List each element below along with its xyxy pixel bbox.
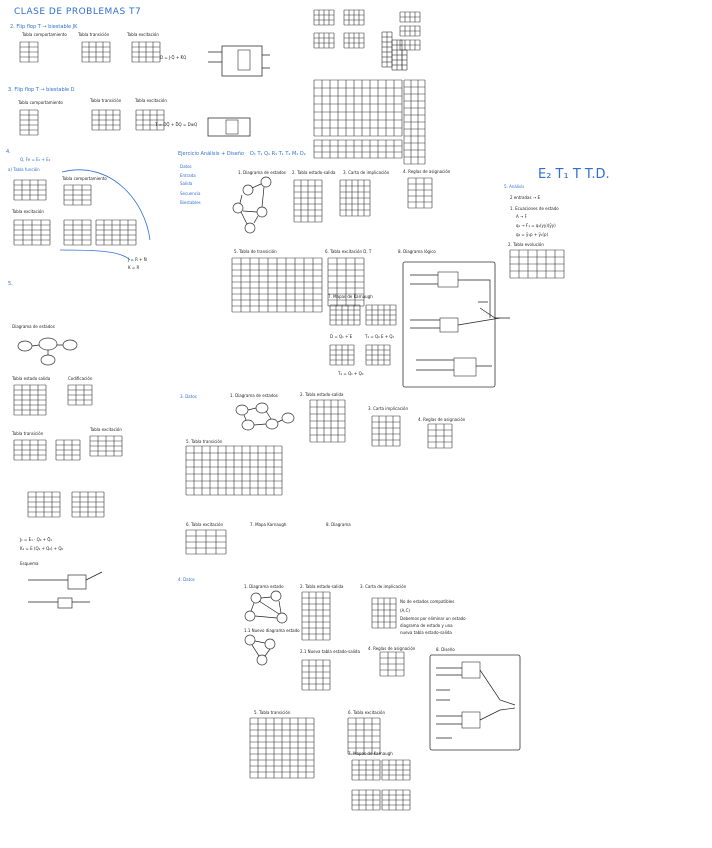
sec8-step7: 7. Mapas de Karnaugh — [348, 751, 393, 756]
sec8-step8: 8. Diseño — [436, 647, 455, 652]
sec3-eq: Q, Fe = E₁ + E₂ — [20, 157, 51, 162]
sec4-eq1: J₁ = E₁ · Q₀ + Q̄₁ — [20, 537, 53, 542]
sec5-datos-2: Salida — [180, 181, 193, 186]
sec5-title-vars: D₁ T₁ Q₁ R₁ T₁ T₂ M₁ D₂ — [250, 151, 306, 157]
sec7-step4: 4. Reglas de asignación — [418, 417, 466, 422]
sec4-esquema: Esquema — [20, 561, 39, 566]
sec1-tabla-excitacion: Tabla excitación — [127, 32, 159, 37]
sec5-eq-k1: T₁ = Q₀ E + Q₁ — [365, 334, 395, 339]
sec5-step1: 1. Diagrama de estados — [238, 170, 286, 175]
sec5-step3: 3. Carta de implicación — [343, 170, 390, 175]
sec8-step1: 1. Diagrama estado — [244, 584, 284, 589]
sec4-eq2: K₁ = E (Q₁ + Q₀) + Q₀ — [20, 546, 64, 551]
sec8-step3: 3. Carta de implicación — [360, 584, 407, 589]
sec8-note1: (A,C) — [400, 608, 410, 613]
sec5-datos-1: Entrada — [180, 173, 196, 178]
sec8-note0: No de estados compatibles — [400, 599, 455, 604]
sec6-eq1: q₁ → F₁ = q₁(yy)(ȳy) — [516, 223, 556, 228]
sec7-label: 3. Datos — [180, 394, 197, 399]
sec3-tabla-funcion: a) Tabla función — [8, 167, 40, 172]
sec4-codificacion: Codificación — [68, 376, 93, 381]
sec4-tabla-transicion: Tabla transición — [12, 431, 44, 436]
sec2-tabla-transicion: Tabla transición — [90, 98, 122, 103]
sec8-step1b: 1.1 Nuevo diagrama estado — [244, 628, 300, 633]
sec6-entradas: 2 entradas → E — [510, 195, 540, 200]
page-title: CLASE DE PROBLEMAS T7 — [14, 7, 142, 17]
sec4-tabla-excitacion: Tabla excitación — [90, 427, 122, 432]
sec8-step5: 5. Tabla transición — [254, 710, 291, 715]
sec6-ecuaciones: 1. Ecuaciones de estado — [510, 206, 559, 211]
sec7-step8: 8. Diagrama — [326, 522, 351, 527]
sec8-note3: diagrama de estado y una — [400, 623, 453, 628]
sec5-step2: 2. Tabla estado-salida — [292, 170, 336, 175]
sec5-step8: 8. Diagrama lógico — [398, 249, 436, 254]
sec3-tabla-comportamiento: Tabla comportamiento — [62, 176, 107, 181]
sec8-label: 4. Datos — [178, 577, 195, 582]
sec7-step6: 6. Tabla excitación — [186, 522, 224, 527]
sec2-eq: T = DQ̄ + D̄Q = D⊕Q — [155, 122, 198, 127]
sec5-step6: 6. Tabla excitación D, T — [325, 249, 372, 254]
sec7-step3: 3. Carta implicación — [368, 406, 408, 411]
sec8-step4: 4. Reglas de asignación — [368, 646, 416, 651]
sec2-tabla-comportamiento: Tabla comportamiento — [18, 100, 63, 105]
sec8-step2b: 2.1 Nueva tabla estado-salida — [300, 649, 360, 654]
sec1-label: 2. Flip flop T → biestable JK — [10, 24, 78, 30]
sec5-eq-k2: T₂ = Q₁ + Q₀ — [338, 371, 364, 376]
sec1-tabla-transicion: Tabla transición — [78, 32, 110, 37]
big-title: E₂ T₁ T T.D. — [538, 167, 610, 182]
sec4-tabla-estado: Tabla estado salida — [12, 376, 51, 381]
sec5-datos-3: Secuencia — [180, 191, 201, 196]
sec4-label: 5. — [8, 281, 13, 287]
sec3-label: 4. — [6, 149, 11, 155]
sec6-tabla: 2. Tabla evolución — [508, 242, 544, 247]
sec5-datos-4: Biestables — [180, 200, 201, 205]
sec7-step5: 5. Tabla transición — [186, 439, 223, 444]
sec2-label: 3. Flip flop T → biestable D — [8, 87, 75, 93]
sec1-tabla-comportamiento: Tabla comportamiento — [22, 32, 67, 37]
sec5-step4: 4. Reglas de asignación — [403, 169, 451, 174]
sec3-tabla-excitacion: Tabla excitación — [12, 209, 44, 214]
sec8-step6: 6. Tabla excitación — [348, 710, 386, 715]
sec6-analisis: 5. Análisis — [504, 184, 525, 189]
sec5-step5: 5. Tabla de transición — [234, 249, 277, 254]
sec8-note2: Debemos por eliminar un estado — [400, 616, 466, 621]
sec7-step2: 2. Tabla estado-salida — [300, 392, 344, 397]
sec6-eq0: A → F — [516, 214, 527, 219]
sec7-step1: 1. Diagrama de estados — [230, 393, 278, 398]
sec5-eq-k0: D = Q₁ + ̄E — [330, 334, 353, 339]
sec7-step7: 7. Mapa Karnaugh — [250, 522, 287, 527]
sec1-eq: D = J·Q̄ + K̄Q — [160, 55, 187, 60]
sec4-diagrama: Diagrama de estados — [12, 324, 55, 329]
sec3-eq2: J = R + Ñ — [128, 257, 147, 262]
sec8-step2: 2. Tabla estado-salida — [300, 584, 344, 589]
sec5-step7: 7. Mapas de Karnaugh — [328, 294, 373, 299]
sec3-eq3: K = R — [128, 265, 140, 270]
sec5-datos-0: Datos — [180, 164, 192, 169]
sec6-eq2: q₂ = ȳ₁p + ȳ₁(p) — [516, 232, 549, 237]
sec5-title: Ejercicio Análisis + Diseño — [178, 151, 245, 157]
sec8-note4: nueva tabla estado-salida — [400, 630, 452, 635]
sec2-tabla-excitacion: Tabla excitación — [135, 98, 167, 103]
